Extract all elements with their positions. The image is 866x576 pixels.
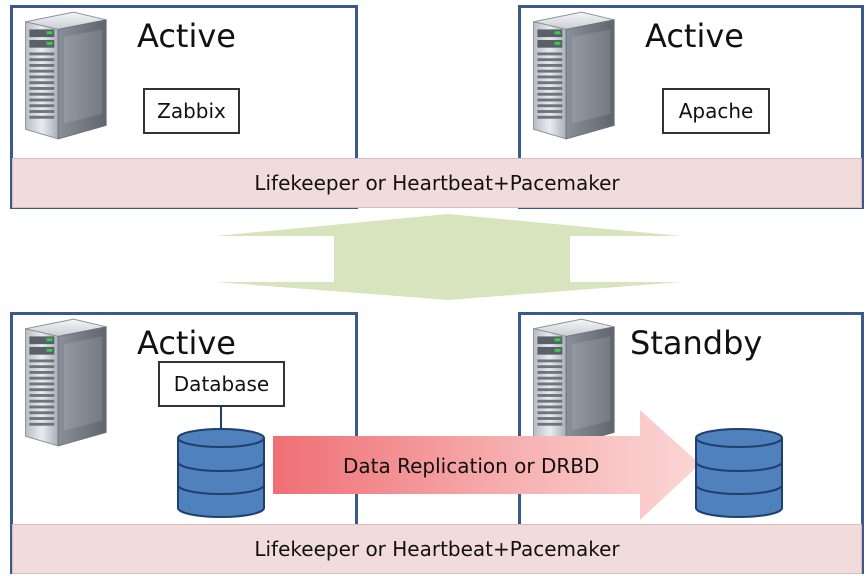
apache-service-box: Apache xyxy=(662,88,770,134)
database-label: Database xyxy=(173,372,270,396)
bottom-cluster-label: Lifekeeper or Heartbeat+Pacemaker xyxy=(254,537,620,561)
bottom-left-status: Active xyxy=(137,324,236,362)
zabbix-service-box: Zabbix xyxy=(143,88,240,134)
top-cluster-label: Lifekeeper or Heartbeat+Pacemaker xyxy=(254,171,620,195)
top-left-status: Active xyxy=(137,17,236,55)
zabbix-label: Zabbix xyxy=(157,99,226,123)
server-tower-icon xyxy=(14,315,110,450)
bottom-cluster-band: Lifekeeper or Heartbeat+Pacemaker xyxy=(12,524,862,574)
bottom-right-status: Standby xyxy=(630,324,763,362)
top-cluster-band: Lifekeeper or Heartbeat+Pacemaker xyxy=(12,158,862,208)
top-right-status: Active xyxy=(645,17,744,55)
server-tower-icon xyxy=(522,315,618,450)
primary-database-icon xyxy=(176,428,266,518)
server-tower-icon xyxy=(14,8,110,143)
swap-arrow-shape xyxy=(216,214,682,300)
database-service-box: Database xyxy=(158,361,285,407)
replication-label: Data Replication or DRBD xyxy=(343,454,600,478)
server-tower-icon xyxy=(522,8,618,143)
apache-label: Apache xyxy=(678,99,754,123)
standby-database-icon xyxy=(694,428,784,518)
